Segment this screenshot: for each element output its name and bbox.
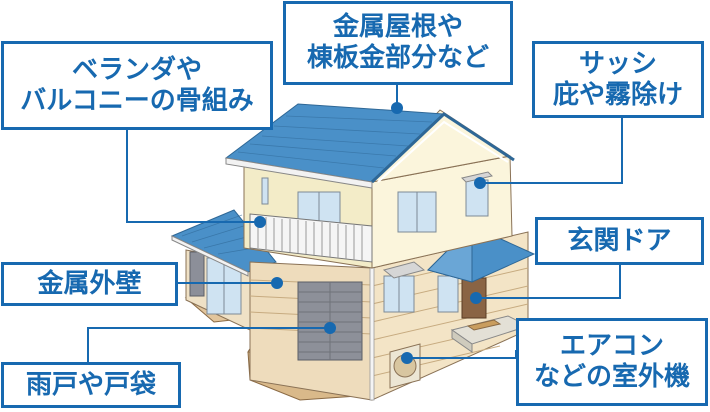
callout-balcony: ベランダや バルコニーの骨組み [1,41,273,130]
callout-sash: サッシ 庇や霧除け [532,41,704,118]
callout-metal-siding-line1: 金属外壁 [37,268,142,299]
callout-sash-line2: 庇や霧除け [552,79,683,110]
upper-floor [224,103,515,269]
callout-ac-unit-line1: エアコン [559,331,664,362]
callout-shutter: 雨戸や戸袋 [1,362,181,408]
callout-sash-line1: サッシ [578,48,657,79]
callout-roof-line1: 金属屋根や [332,12,463,43]
callout-roof-line2: 棟板金部分など [306,43,489,73]
callout-ac-unit: エアコン などの室外機 [516,318,708,406]
callout-dots [254,102,486,364]
callout-ac-unit-line2: などの室外機 [533,362,690,392]
callout-entrance-door: 玄関ドア [535,217,704,265]
callout-roof: 金属屋根や 棟板金部分など [283,1,513,85]
callout-balcony-line2: バルコニーの骨組み [20,85,254,116]
leader-lines [87,84,623,362]
callout-balcony-line1: ベランダや [71,54,202,85]
callout-shutter-line1: 雨戸や戸袋 [25,369,156,400]
left-wing [170,209,277,331]
callout-entrance-door-line1: 玄関ドア [567,225,672,256]
callout-metal-siding: 金属外壁 [1,262,178,306]
